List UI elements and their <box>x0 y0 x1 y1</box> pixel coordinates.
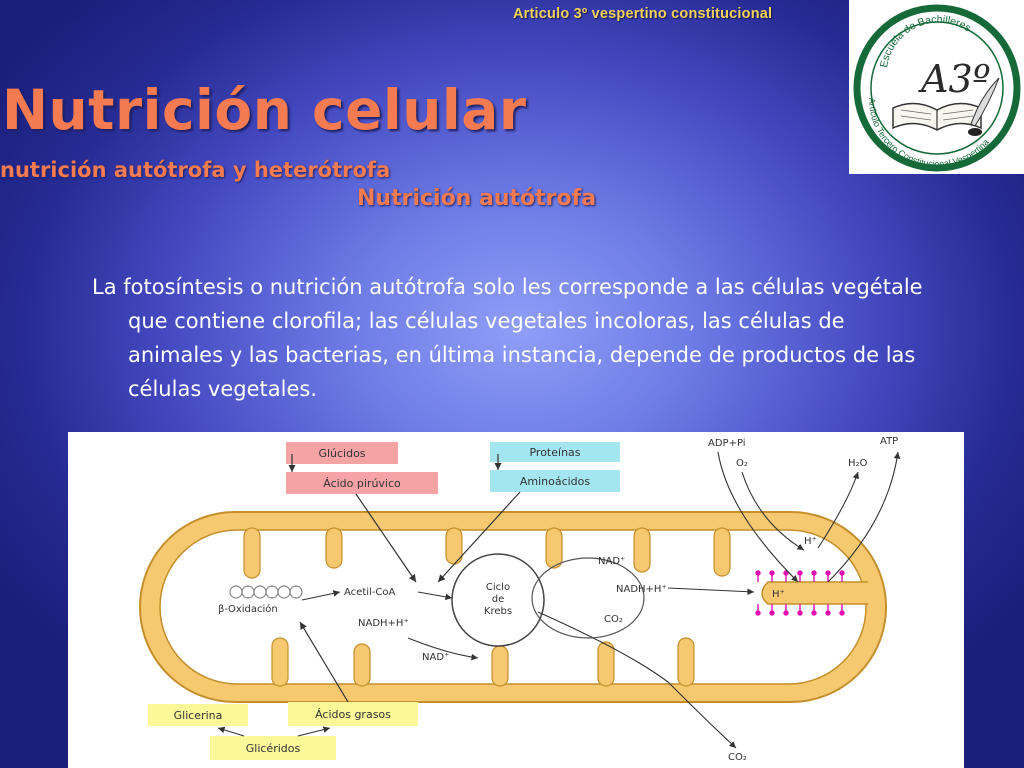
adp-pi-label: ADP+Pi <box>708 438 746 449</box>
gliceridos-box <box>210 736 336 760</box>
nadh-right-label: NADH+H⁺ <box>616 584 667 595</box>
arrow-oxidacion-acetil <box>301 590 341 601</box>
glicerina-label: Glicerina <box>174 709 223 722</box>
co2-outer-label: CO₂ <box>728 752 747 763</box>
nad-top-label: NAD⁺ <box>598 556 625 567</box>
arrow-h2o <box>817 471 860 549</box>
proteinas-label: Proteínas <box>529 446 580 459</box>
arrow-atp <box>827 451 901 583</box>
quill-pen-icon <box>968 77 1000 136</box>
section-heading: Nutrición autótrofa <box>357 186 597 211</box>
nad-bottom-label: NAD⁺ <box>422 652 449 663</box>
logo-inner-ring <box>870 21 1004 155</box>
acido-piruvico-box <box>286 472 438 494</box>
h-plus-crista-label: H⁺ <box>772 589 785 600</box>
fatty-acid-rings <box>229 585 303 599</box>
mitochondria-diagram: Glúcidos Ácido pirúvico Proteínas Aminoá… <box>68 432 964 768</box>
open-book-icon <box>892 102 982 131</box>
o2-label: O₂ <box>736 458 748 469</box>
glicerina-box <box>148 704 248 726</box>
body-paragraph: La fotosíntesis o nutrición autótrofa so… <box>92 275 923 401</box>
h-plus-top-label: H⁺ <box>804 536 817 547</box>
school-logo: Escuela de Bachilleres Artículo Tercero … <box>849 0 1024 174</box>
logo-outer-ring <box>853 4 1021 172</box>
arrow-piruvico <box>355 493 417 583</box>
krebs-label-1: Ciclo <box>486 582 510 593</box>
cristae-top <box>243 527 731 579</box>
krebs-cycle-circle <box>451 553 545 647</box>
slide-subtitle: nutrición autótrofa y heterótrofa <box>0 158 391 182</box>
logo-emblem: Escuela de Bachilleres Artículo Tercero … <box>853 4 1021 172</box>
acidos-grasos-label: Ácidos grasos <box>315 708 391 721</box>
arrow-glicerina <box>217 726 245 737</box>
cristae-bottom <box>271 637 695 687</box>
glucidos-box <box>286 442 398 464</box>
gliceridos-label: Glicéridos <box>246 742 301 755</box>
aminoacidos-label: Aminoácidos <box>520 475 591 488</box>
arrow-co2-out <box>537 611 737 749</box>
aminoacidos-box <box>490 470 620 492</box>
glucidos-label: Glúcidos <box>318 447 365 460</box>
slide-title: Nutrición celular <box>2 78 527 142</box>
arrow-aminoacidos <box>437 491 521 583</box>
mitochondria-svg: Glúcidos Ácido pirúvico Proteínas Aminoá… <box>139 436 901 763</box>
nad-loop <box>531 557 645 639</box>
arrow-acetil-krebs <box>417 591 453 601</box>
acidos-grasos-box <box>288 702 418 726</box>
arrow-adp <box>717 451 799 583</box>
h2o-label: H₂O <box>848 458 868 469</box>
arrow-gliceridos <box>297 726 331 737</box>
beta-oxidacion-label: β-Oxidación <box>218 603 278 615</box>
header-caption: Articulo 3º vespertino constitucional <box>513 6 773 22</box>
krebs-label-3: Krebs <box>484 606 512 617</box>
krebs-label-2: de <box>492 594 505 605</box>
arrow-nadh-crista <box>667 587 755 595</box>
co2-inner-label: CO₂ <box>604 614 623 625</box>
arrow-o2 <box>741 471 805 551</box>
proteinas-box <box>490 442 620 462</box>
nadh-left-label: NADH+H⁺ <box>358 618 409 629</box>
arrow-nad-bottom <box>407 637 479 661</box>
acetil-coa-label: Acetil-CoA <box>344 587 396 598</box>
atp-synthase-particles <box>755 570 845 616</box>
arrow-acidos-grasos <box>299 621 349 703</box>
crista-right <box>761 581 868 605</box>
logo-monogram: A3º <box>918 57 991 101</box>
acido-piruvico-label: Ácido pirúvico <box>323 477 401 490</box>
atp-label: ATP <box>880 436 898 447</box>
